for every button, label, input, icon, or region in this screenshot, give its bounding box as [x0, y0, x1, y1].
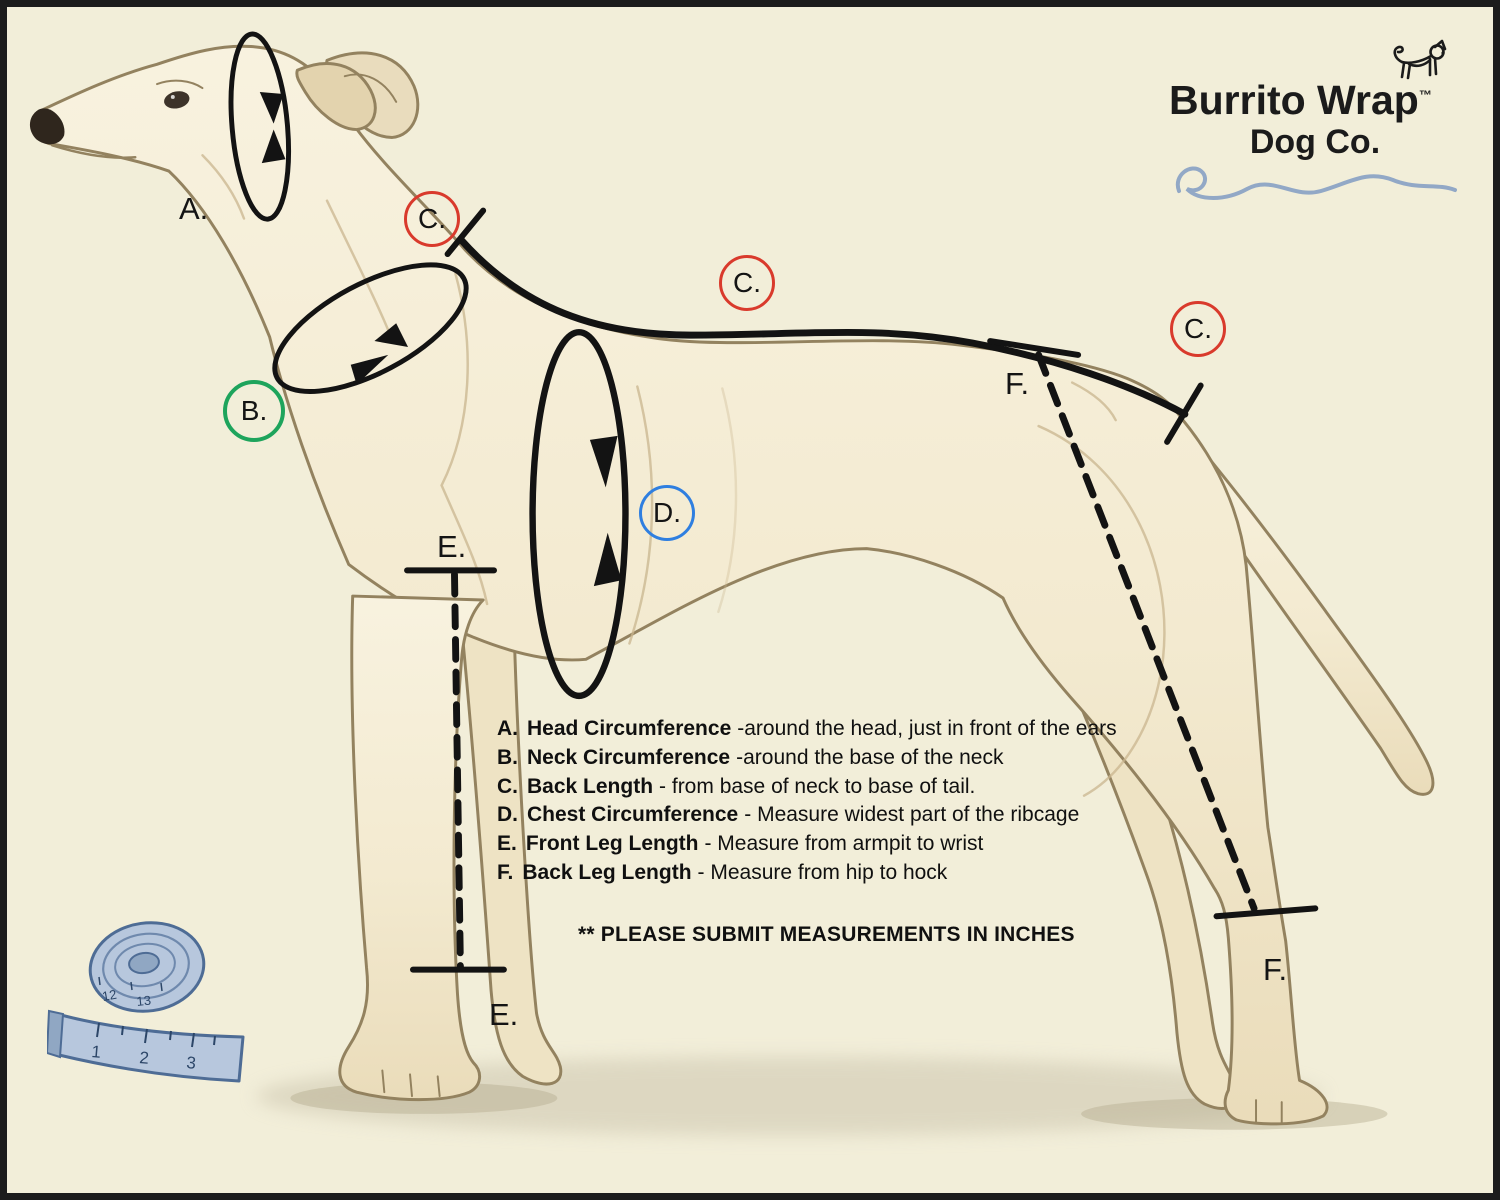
marker-e-bottom-label: E.	[489, 997, 519, 1032]
dog-ear-near	[295, 62, 377, 132]
tape-coil: 12 13	[88, 921, 206, 1013]
brand-name: Burrito Wrap™	[1169, 77, 1432, 124]
dog-nose	[29, 108, 65, 145]
legend-key: C.	[497, 774, 518, 798]
legend-term: Neck Circumference	[527, 745, 731, 769]
legend-row: C. Back Length- from base of neck to base…	[497, 773, 1117, 802]
dog-ear-inner-line	[343, 73, 398, 103]
legend-desc: -around the head, just in front of the e…	[737, 717, 1117, 740]
legend-desc: - Measure from hip to hock	[697, 860, 948, 884]
measure-a-ellipse	[228, 31, 291, 222]
legend-desc: -around the base of the neck	[736, 745, 1004, 769]
dog-far-front-leg	[459, 623, 563, 1086]
legend-row: B. Neck Circumference-around the base of …	[497, 744, 1117, 773]
legend-term: Chest Circumference	[527, 803, 739, 827]
tape-number: 2	[139, 1048, 150, 1068]
measure-c-curve	[444, 207, 1204, 445]
dog-brow-line	[156, 79, 204, 90]
legend-term: Head Circumference	[527, 717, 732, 740]
marker-f-bottom-label: F.	[1263, 952, 1288, 987]
marker-c3-badge: C.	[1170, 301, 1226, 357]
tape-strip: 1 2 3	[47, 1009, 245, 1083]
trademark-symbol: ™	[1418, 87, 1432, 103]
tape-metal-tab	[47, 1009, 65, 1059]
tape-coil-number: 12	[101, 987, 118, 1004]
legend-key: D.	[497, 803, 518, 827]
dog-toe-lines	[381, 1069, 1283, 1125]
dog-eye-highlight	[170, 94, 175, 99]
leash-squiggle	[1175, 166, 1457, 200]
legend-desc: - from base of neck to base of tail.	[659, 774, 976, 798]
marker-b-badge: B.	[223, 380, 285, 442]
legend-row: D. Chest Circumference- Measure widest pa…	[497, 801, 1117, 830]
marker-c2-badge: C.	[719, 255, 775, 311]
marker-b-label: B.	[240, 395, 268, 426]
measure-b-ellipse	[272, 262, 469, 394]
dog-eye	[164, 91, 190, 109]
marker-c2-label: C.	[733, 267, 761, 298]
brand-name-text: Burrito Wrap	[1169, 77, 1419, 123]
inches-note: ** PLEASE SUBMIT MEASUREMENTS IN INCHES	[578, 923, 1075, 946]
measure-f-line	[987, 338, 1319, 920]
tape-number: 1	[91, 1042, 102, 1062]
legend-key: F.	[497, 860, 514, 884]
dog-illustration	[29, 31, 1435, 1136]
marker-c1-label: C.	[418, 203, 446, 234]
dog-mouth-line	[51, 144, 137, 159]
legend-row: E. Front Leg Length- Measure from armpit …	[497, 830, 1117, 859]
measure-e-line	[404, 567, 507, 973]
legend: A. Head Circumference-around the head, ju…	[497, 715, 1117, 888]
brand-subname: Dog Co.	[1249, 123, 1381, 161]
legend-key: B.	[497, 745, 518, 769]
legend-term: Front Leg Length	[525, 832, 699, 856]
legend-desc: - Measure widest part of the ribcage	[744, 803, 1080, 827]
legend-row: F. Back Leg Length- Measure from hip to h…	[497, 859, 1117, 888]
marker-e-top-label: E.	[437, 529, 467, 564]
legend-key: E.	[497, 832, 517, 856]
marker-a-label: A.	[179, 191, 209, 226]
marker-d-badge: D.	[639, 485, 695, 541]
marker-f-top-label: F.	[1005, 366, 1030, 401]
measure-d-ellipse	[529, 328, 629, 700]
marker-d-label: D.	[653, 497, 681, 528]
legend-key: A.	[497, 717, 518, 740]
tape-measure-illustration: 1 2 3 12 13	[47, 921, 245, 1083]
legend-row: A. Head Circumference-around the head, ju…	[497, 715, 1117, 744]
tape-coil-number: 13	[136, 993, 152, 1009]
legend-term: Back Length	[527, 774, 654, 798]
brand-logo: Burrito Wrap™ Dog Co.	[1169, 39, 1461, 226]
dog-drawing	[29, 44, 1435, 1126]
legend-term: Back Leg Length	[522, 860, 692, 884]
logo-dog-icon	[1393, 39, 1447, 80]
tape-number: 3	[186, 1053, 197, 1073]
legend-desc: - Measure from armpit to wrist	[704, 832, 984, 856]
marker-c3-label: C.	[1184, 313, 1212, 344]
marker-c1-badge: C.	[404, 191, 460, 247]
